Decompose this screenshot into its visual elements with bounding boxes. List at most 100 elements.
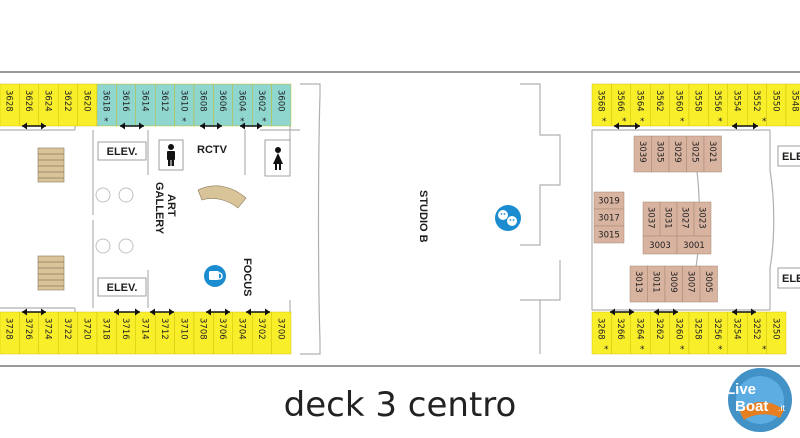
cabin-number: 3011 <box>650 271 660 293</box>
cabin-3600: 3600 <box>271 83 292 127</box>
cabin-3612: 3612 <box>154 83 175 127</box>
cabin-3548: 3548 <box>785 83 800 127</box>
cabin-number: 3556 <box>712 90 722 112</box>
cabin-3007: 3007 <box>682 265 701 303</box>
cabin-3616: 3616 <box>116 83 137 127</box>
cabin-number: 3712 <box>159 318 169 340</box>
studio-b-label: STUDIO B <box>417 190 429 243</box>
elev-label-top-right: ELE <box>782 151 800 163</box>
cabin-number: 3037 <box>646 207 656 229</box>
cabin-3005: 3005 <box>699 265 718 303</box>
cabin-3017: 3017 <box>593 208 625 227</box>
cabin-3015: 3015 <box>593 225 625 244</box>
cabin-number: 3552 <box>751 90 761 112</box>
cabin-3031: 3031 <box>659 201 678 237</box>
cabin-3726: 3726 <box>19 311 39 355</box>
svg-text:GALLERY: GALLERY <box>153 182 165 235</box>
stair-bottom <box>37 255 65 291</box>
accessible-marker: * <box>640 345 645 355</box>
cabin-3568: 3568 <box>591 83 612 127</box>
rctv-label: RCTV <box>197 144 228 156</box>
cabin-number: 3620 <box>81 90 91 112</box>
cabin-number: 3724 <box>43 318 53 340</box>
cabin-number: 3614 <box>140 90 150 112</box>
male-restroom-icon <box>158 139 184 171</box>
cabin-3023: 3023 <box>693 201 712 237</box>
cabin-number: 3720 <box>81 318 91 340</box>
cabin-3254: 3254 <box>727 311 748 355</box>
cabin-3624: 3624 <box>38 83 59 127</box>
cabin-number: 3702 <box>256 318 266 340</box>
accessible-marker: * <box>680 345 685 355</box>
cabin-number: 3708 <box>198 318 208 340</box>
elev-box-bottom-right <box>777 267 800 289</box>
cabin-3704: 3704 <box>232 311 253 355</box>
cabin-number: 3252 <box>751 318 761 340</box>
cabin-3258: 3258 <box>688 311 709 355</box>
logo-text-live: Live <box>726 381 756 398</box>
svg-text:FOCUS: FOCUS <box>241 258 253 297</box>
elev-label-bottom-left: ELEV. <box>107 282 138 294</box>
cabin-3001: 3001 <box>676 235 712 255</box>
cabin-3250: 3250 <box>766 311 787 355</box>
cabin-number: 3023 <box>697 207 707 229</box>
accessible-marker: * <box>718 345 723 355</box>
deck-title: deck 3 centro <box>284 385 517 425</box>
cabin-3614: 3614 <box>135 83 156 127</box>
cabin-number: 3558 <box>693 90 703 112</box>
accessible-marker: * <box>182 117 187 127</box>
cabin-number: 3268 <box>596 318 606 340</box>
cabin-number: 3616 <box>120 90 130 112</box>
cabin-3003: 3003 <box>642 235 678 255</box>
cabin-3035: 3035 <box>651 135 670 173</box>
accessible-marker: * <box>602 117 607 127</box>
cabin-number: 3704 <box>237 318 247 340</box>
cabin-3550: 3550 <box>766 83 787 127</box>
cabin-number: 3624 <box>43 90 53 112</box>
cabin-number: 3700 <box>275 318 285 340</box>
accessible-marker: * <box>262 117 267 127</box>
cabin-number: 3031 <box>663 207 673 229</box>
accessible-marker: * <box>762 117 767 127</box>
cabin-3702: 3702 <box>251 311 272 355</box>
cabin-number: 3027 <box>680 207 690 229</box>
stair-top <box>37 147 65 183</box>
cabin-number: 3009 <box>668 271 678 293</box>
focus-label: FOCUS <box>241 258 253 297</box>
cabin-number: 3626 <box>23 90 33 112</box>
stairs <box>37 147 247 291</box>
cabin-3716: 3716 <box>116 311 137 355</box>
cabin-3554: 3554 <box>727 83 748 127</box>
cabin-number: 3706 <box>217 318 227 340</box>
cabin-number: 3728 <box>4 318 14 340</box>
cabin-number: 3568 <box>596 90 606 112</box>
cabin-3562: 3562 <box>650 83 670 127</box>
cabin-3720: 3720 <box>77 311 98 355</box>
cabin-number: 3716 <box>120 318 130 340</box>
cabin-number: 3250 <box>770 318 780 340</box>
cabin-number: 3039 <box>637 141 647 163</box>
accessible-marker: * <box>762 345 767 355</box>
logo-text-boat: Boat <box>735 398 768 415</box>
cabin-number: 3612 <box>159 90 169 112</box>
accessible-marker: * <box>640 117 645 127</box>
elev-box-bottom-left <box>97 277 147 297</box>
cabin-number: 3017 <box>598 214 620 224</box>
furniture <box>95 187 134 254</box>
cabin-3710: 3710 <box>174 311 195 355</box>
cabin-3728: 3728 <box>0 311 20 355</box>
cabin-number: 3608 <box>198 90 208 112</box>
cabin-number: 3618 <box>101 90 111 112</box>
cabin-number: 3714 <box>140 318 150 340</box>
elev-box-top-right <box>777 145 800 167</box>
accessible-marker: * <box>604 345 609 355</box>
cabin-3622: 3622 <box>58 83 78 127</box>
cabin-number: 3005 <box>703 271 713 293</box>
cabin-3029: 3029 <box>668 135 687 173</box>
cabin-number: 3254 <box>732 318 742 340</box>
